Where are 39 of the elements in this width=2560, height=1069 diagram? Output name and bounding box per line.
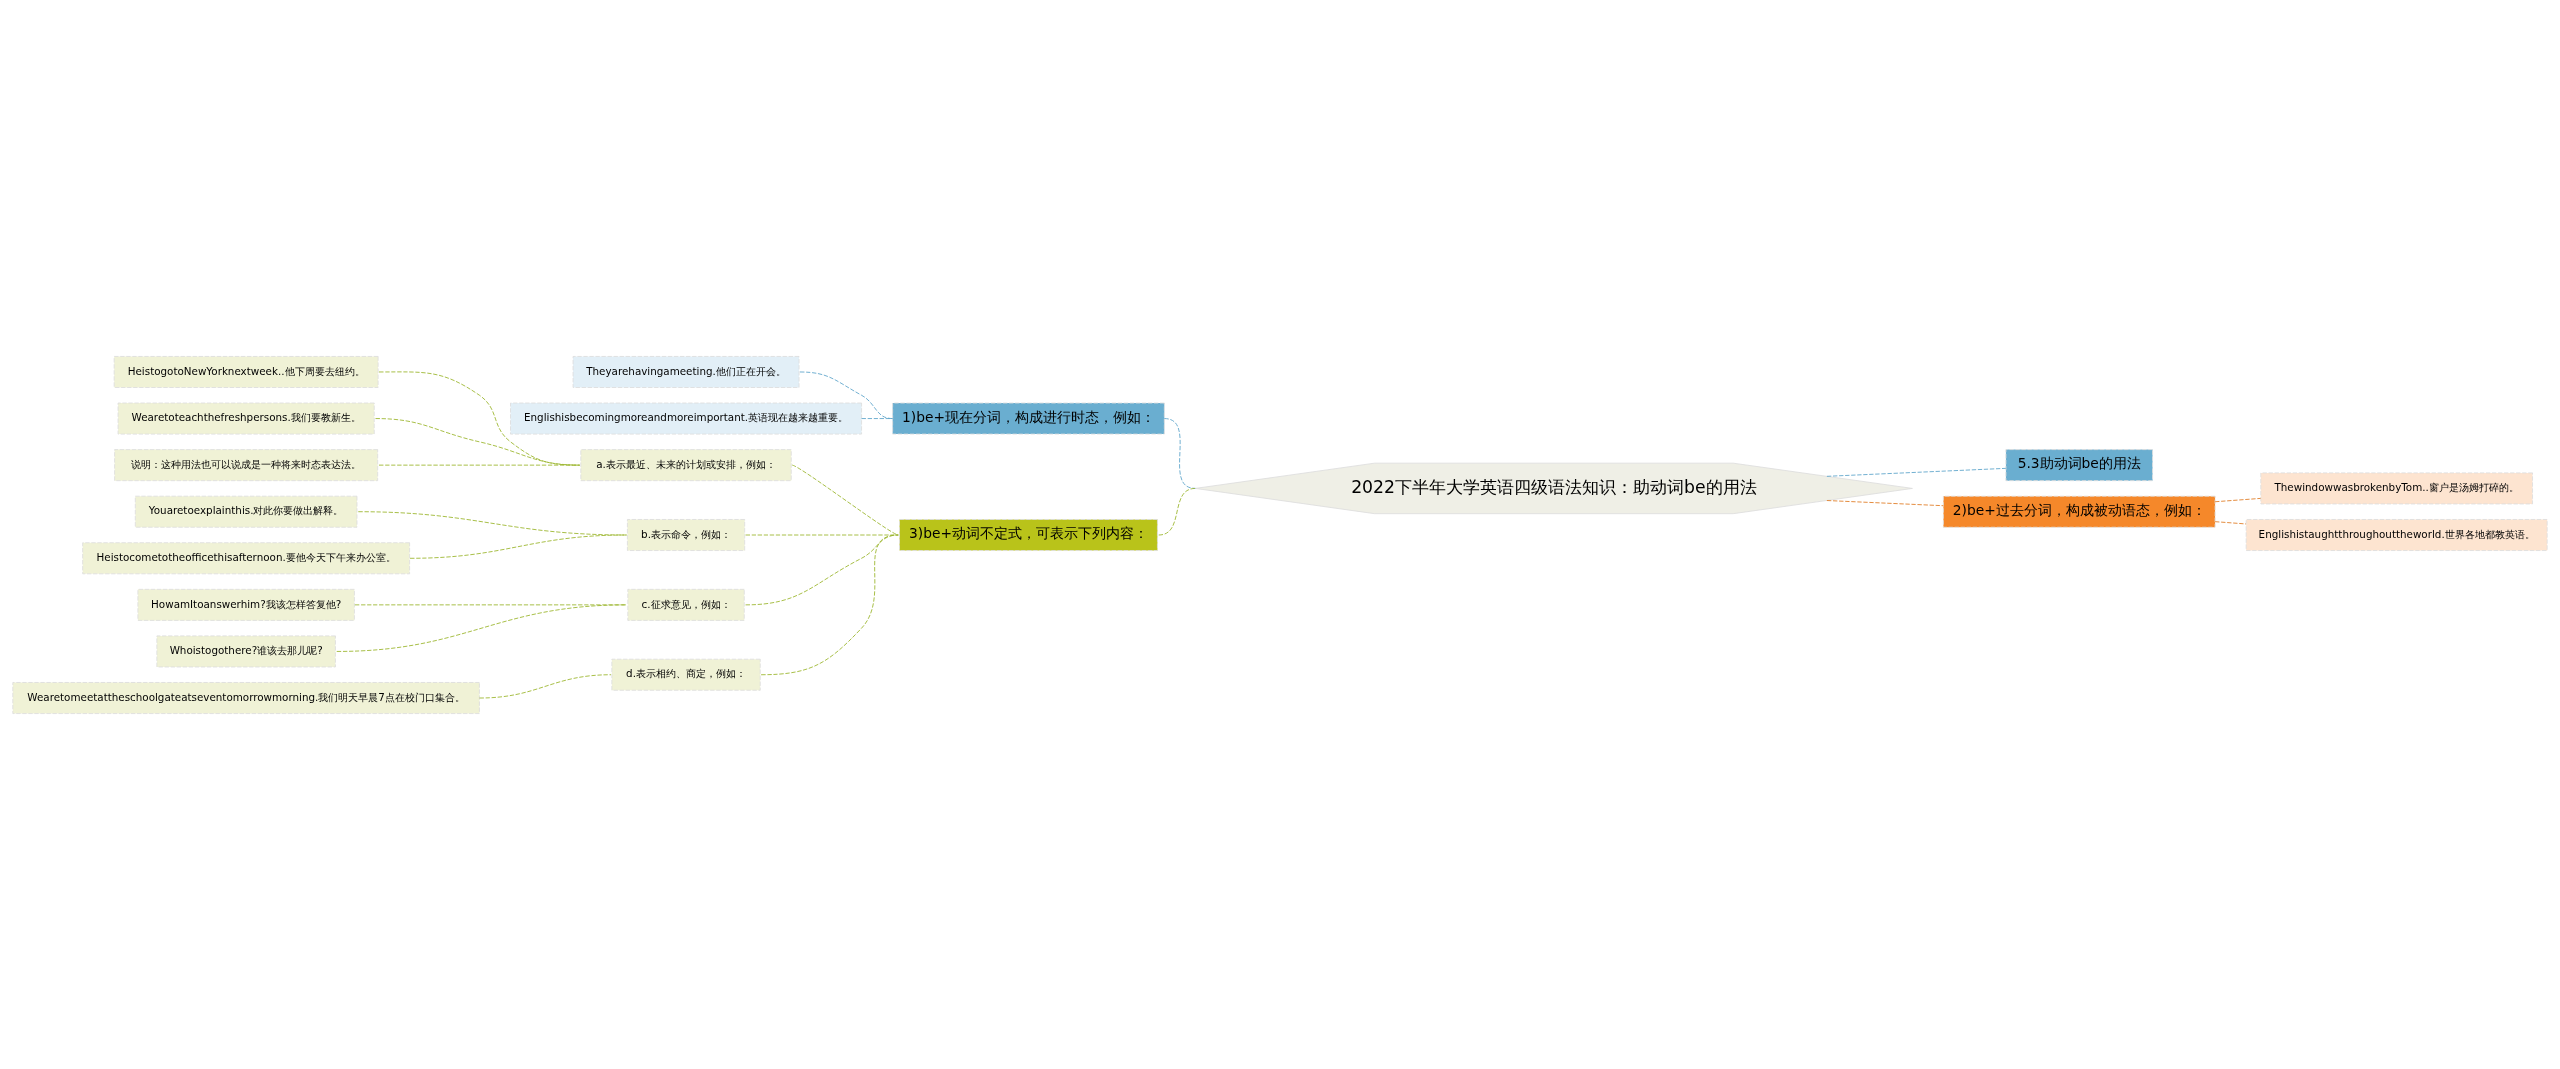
- node-box: b.表示命令，例如：: [626, 518, 746, 551]
- node-box: Theyarehavingameeting.他们正在开会。: [572, 355, 800, 388]
- connector: [1158, 487, 1196, 535]
- node-box: Englishistaughtthroughouttheworld.世界各地都教英语。: [2245, 518, 2548, 551]
- connector: [336, 603, 627, 652]
- connector: [409, 534, 627, 559]
- node-box: ThewindowwasbrokenbyTom..窗户是汤姆打碎的。: [2260, 471, 2533, 504]
- node-box: Englishisbecomingmoreandmoreimportant.英语现在越来越重要。: [510, 402, 862, 434]
- node-box: 3)be+动词不定式，可表示下列内容：: [899, 518, 1158, 551]
- connector: [2214, 520, 2247, 524]
- connector: [1163, 417, 1196, 489]
- connector: [2214, 497, 2262, 502]
- connector: [760, 534, 899, 675]
- connector: [791, 464, 899, 535]
- node-box: Wearetomeetattheschoolgateatseventomorrowmorning.我们明天早晨7点在校门口集合。: [12, 681, 480, 714]
- node-box: Wearetoteachthefreshpersons.我们要教新生。: [117, 402, 375, 434]
- node-box: c.征求意见，例如：: [627, 588, 745, 621]
- node-box: HeistogotoNewYorknextweek..他下周要去纽约。: [113, 355, 379, 388]
- node-box: Heistocometotheofficethisafternoon.要他今天下午来办公室。: [82, 541, 411, 574]
- connector: [378, 464, 581, 466]
- connector: [354, 603, 627, 605]
- node-box: 2)be+过去分词，构成被动语态，例如：: [1942, 495, 2216, 528]
- node-box: d.表示相约、商定，例如：: [611, 658, 761, 691]
- connector: [375, 417, 581, 466]
- node-box: Youaretoexplainthis.对此你要做出解释。: [134, 495, 358, 528]
- connector: [1826, 499, 1944, 506]
- node-box: HowamItoanswerhim?我该怎样答复他?: [137, 588, 355, 621]
- connector: [378, 370, 581, 466]
- node-box: 1)be+现在分词，构成进行时态，例如：: [892, 402, 1165, 434]
- node-box: Whoistogothere?谁该去那儿呢?: [156, 635, 336, 667]
- connector: [357, 510, 627, 535]
- node-box: a.表示最近、未来的计划或安排，例如：: [580, 448, 792, 481]
- node-box: 5.3助动词be的用法: [2005, 448, 2153, 481]
- connector: [1826, 467, 2007, 477]
- connector: [745, 534, 899, 605]
- connector: [799, 371, 894, 419]
- connector: [861, 417, 894, 419]
- connector: [479, 673, 612, 698]
- node-box: 说明：这种用法也可以说成是一种将来时态表达法。: [114, 448, 379, 481]
